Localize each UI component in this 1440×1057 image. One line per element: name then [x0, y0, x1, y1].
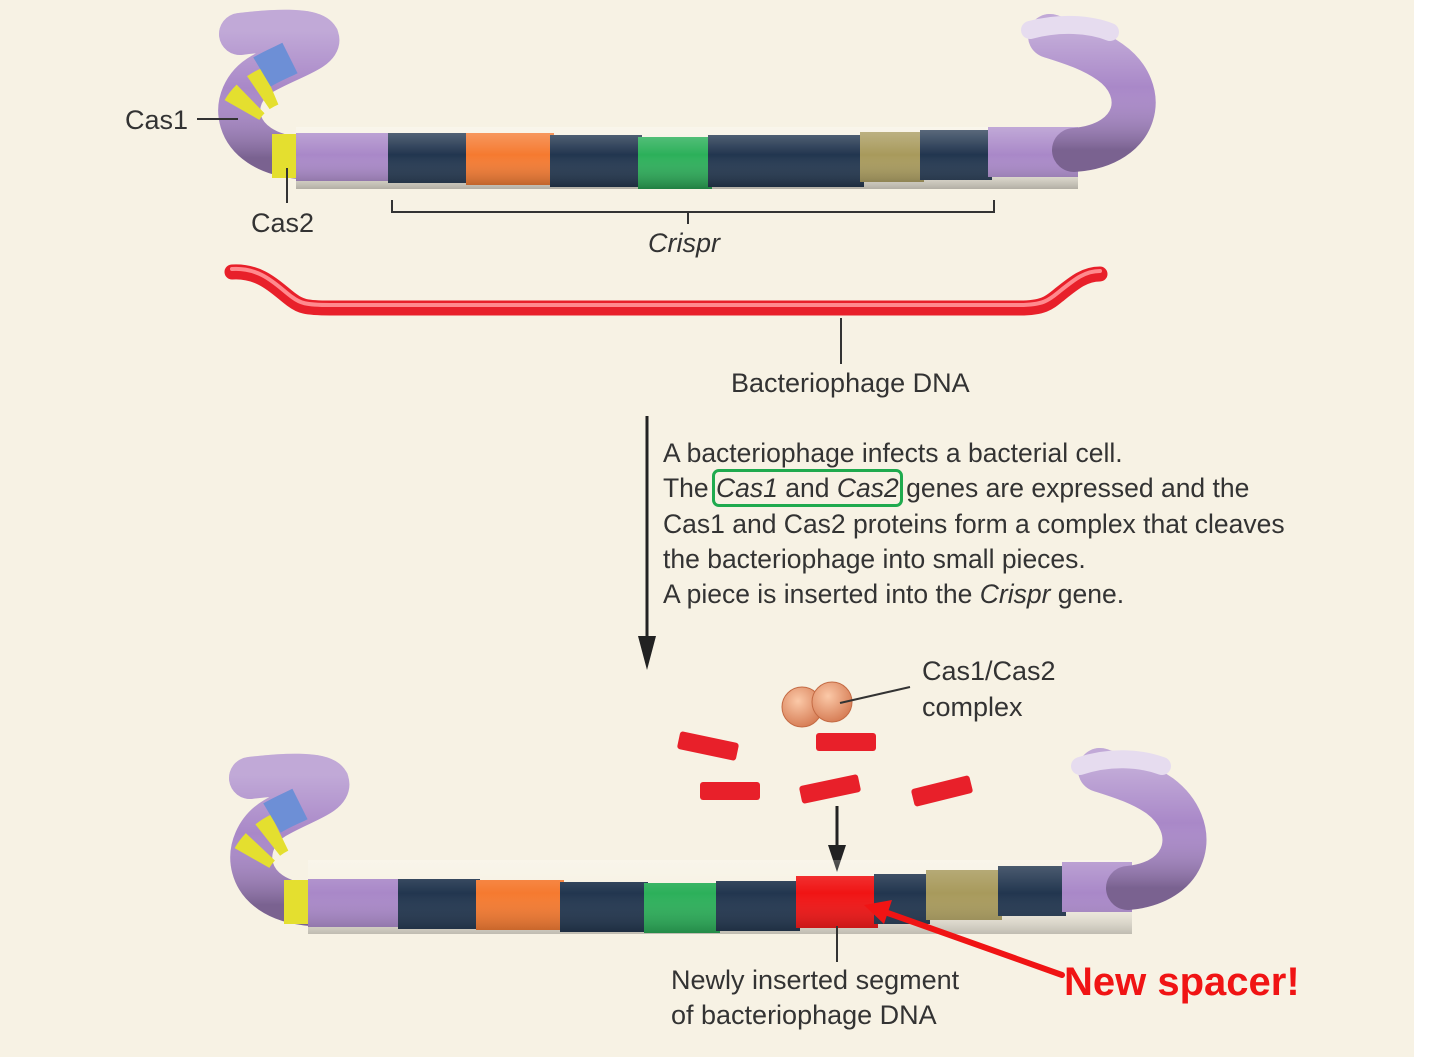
cas1-label: Cas1: [125, 105, 188, 135]
top-cas1-band: [224, 65, 283, 121]
fragment: [799, 774, 861, 804]
new-spacer-callout: New spacer!: [864, 900, 1300, 1004]
step-line-2: The Cas1 and Cas2 genes are expressed an…: [663, 469, 1250, 508]
fragment: [677, 731, 739, 761]
fragment: [911, 775, 973, 807]
top-crispr-array: [296, 127, 1078, 189]
inserted-label-line1: Newly inserted segment: [671, 965, 960, 995]
step-description: A bacteriophage infects a bacterial cell…: [663, 436, 1423, 612]
new-spacer-label: New spacer!: [1064, 960, 1300, 1004]
top-cas-blue-band: [253, 42, 298, 87]
complex-label-line1: Cas1/Cas2: [922, 656, 1056, 686]
crispr-bracket: [391, 200, 995, 224]
step-line-1: A bacteriophage infects a bacterial cell…: [663, 438, 1123, 468]
fragment: [816, 733, 876, 751]
step-line-4: the bacteriophage into small pieces.: [663, 543, 1086, 574]
process-arrow: [638, 416, 656, 670]
fragment: [700, 782, 760, 800]
step-line-5: A piece is inserted into the Crispr gene…: [663, 579, 1125, 610]
top-bacterial-dna: Cas1 Cas2 Crispr: [125, 9, 1156, 258]
cas-genes-highlight: Cas1 and Cas2: [712, 469, 903, 508]
bacteriophage-dna: Bacteriophage DNA: [224, 264, 1108, 398]
crispr-label: Crispr: [648, 228, 721, 258]
cas2-label: Cas2: [251, 208, 314, 238]
inserted-label-line2: of bacteriophage DNA: [671, 1000, 937, 1030]
bottom-bacterial-dna: Newly inserted segment of bacteriophage …: [229, 748, 1300, 1030]
bottom-crispr-array: [308, 860, 1132, 934]
bacteriophage-label: Bacteriophage DNA: [731, 368, 970, 398]
phage-fragments: [677, 731, 973, 872]
cas-complex: Cas1/Cas2 complex: [781, 656, 1056, 728]
step-line-3: Cas1 and Cas2 proteins form a complex th…: [663, 508, 1285, 539]
complex-label-line2: complex: [922, 692, 1023, 722]
